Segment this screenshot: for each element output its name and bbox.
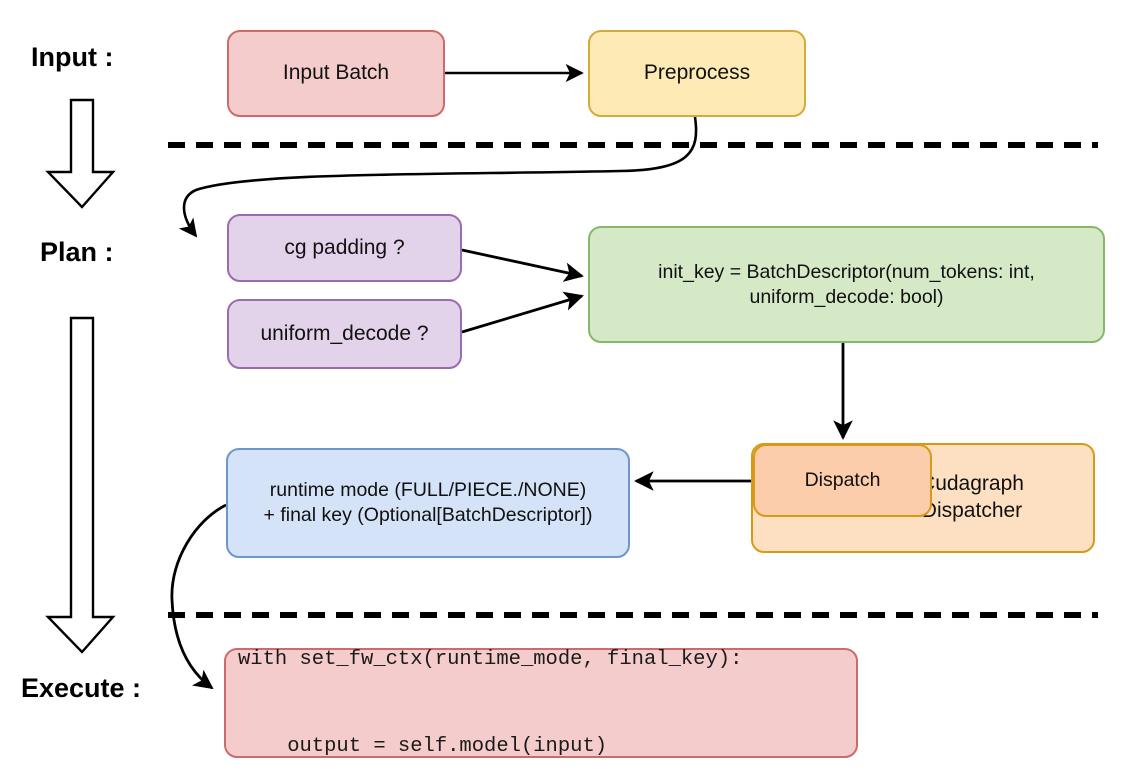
node-exec-code-line2: output = self.model(input) [238, 735, 608, 759]
stage-label-input: Input : [31, 42, 114, 72]
node-cudagraph-dispatcher-line2: Dispatcher [921, 499, 1023, 522]
node-init-key[interactable]: init_key = BatchDescriptor(num_tokens: i… [588, 226, 1105, 343]
node-runtime-mode[interactable]: runtime mode (FULL/PIECE./NONE) + final … [226, 448, 630, 558]
node-runtime-mode-line1: runtime mode (FULL/PIECE./NONE) [269, 479, 587, 502]
node-cg-padding-label: cg padding ? [284, 235, 405, 259]
node-cg-padding[interactable]: cg padding ? [227, 214, 462, 282]
stage-label-execute: Execute : [21, 673, 142, 703]
node-preprocess[interactable]: Preprocess [588, 30, 806, 117]
node-init-key-line1: init_key = BatchDescriptor(num_tokens: i… [658, 260, 1035, 283]
node-exec-code[interactable]: with set_fw_ctx(runtime_mode, final_key)… [224, 648, 858, 758]
node-dispatch-label: Dispatch [804, 469, 881, 492]
node-cudagraph-dispatcher-line1: Cudagraph [920, 472, 1024, 496]
node-uniform-decode[interactable]: uniform_decode ? [227, 299, 462, 369]
stage-label-plan: Plan : [40, 237, 114, 267]
node-exec-code-line1: with set_fw_ctx(runtime_mode, final_key)… [238, 647, 743, 671]
node-dispatch[interactable]: Dispatch [753, 444, 932, 517]
connector-cg-padding-to-init-key [461, 248, 584, 282]
node-uniform-decode-label: uniform_decode ? [260, 321, 429, 345]
connector-uniform-decode-to-init-key [461, 291, 584, 334]
plan-to-execute-arrow [45, 316, 116, 654]
node-input-batch-label: Input Batch [282, 61, 390, 85]
node-runtime-mode-line2: + final key (Optional[BatchDescriptor]) [263, 504, 593, 526]
connector-runtime-mode-to-exec-code [170, 503, 227, 690]
node-init-key-line2: uniform_decode: bool) [749, 285, 944, 308]
input-to-plan-arrow [45, 98, 116, 209]
node-preprocess-label: Preprocess [643, 61, 751, 85]
node-input-batch[interactable]: Input Batch [227, 30, 445, 117]
